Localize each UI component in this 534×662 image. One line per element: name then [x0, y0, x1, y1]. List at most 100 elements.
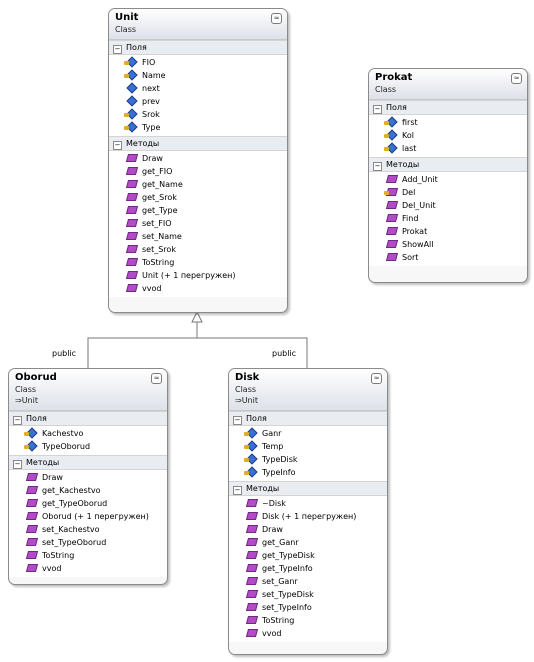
method-name: Unit (+ 1 перегружен)	[142, 271, 236, 280]
method-icon	[387, 252, 396, 261]
collapse-icon[interactable]: ≈	[271, 13, 282, 24]
parent-class-name: Unit	[21, 396, 38, 405]
fields-label: Поля	[246, 414, 267, 423]
method-item[interactable]: set_Srok	[109, 243, 287, 256]
inheritance-line-disk	[197, 337, 308, 368]
method-item[interactable]: ~Disk	[229, 497, 387, 510]
method-name: get_Kachestvo	[42, 486, 101, 495]
method-item[interactable]: ToString	[109, 256, 287, 269]
method-item[interactable]: set_Kachestvo	[9, 523, 167, 536]
field-item[interactable]: FIO	[109, 56, 287, 69]
field-item[interactable]: Ganr	[229, 427, 387, 440]
method-item[interactable]: get_Type	[109, 204, 287, 217]
minus-icon[interactable]: −	[13, 416, 22, 425]
field-item[interactable]: first	[369, 116, 527, 129]
method-name: get_FIO	[142, 167, 173, 176]
method-name: get_Type	[142, 206, 178, 215]
method-item[interactable]: get_TypeInfo	[229, 562, 387, 575]
method-item[interactable]: get_Kachestvo	[9, 484, 167, 497]
fields-header[interactable]: −Поля	[369, 100, 527, 115]
field-item[interactable]: Srok	[109, 108, 287, 121]
method-name: vvod	[42, 564, 62, 573]
method-item[interactable]: Find	[369, 212, 527, 225]
methods-label: Методы	[26, 458, 60, 467]
method-item[interactable]: Unit (+ 1 перегружен)	[109, 269, 287, 282]
method-item[interactable]: set_TypeOborud	[9, 536, 167, 549]
method-item[interactable]: ToString	[229, 614, 387, 627]
fields-header[interactable]: −Поля	[229, 411, 387, 426]
method-item[interactable]: get_TypeDisk	[229, 549, 387, 562]
field-item[interactable]: Temp	[229, 440, 387, 453]
method-item[interactable]: vvod	[109, 282, 287, 295]
field-item[interactable]: prev	[109, 95, 287, 108]
field-item[interactable]: Type	[109, 121, 287, 134]
method-item[interactable]: Oborud (+ 1 перегружен)	[9, 510, 167, 523]
method-icon	[387, 226, 396, 235]
minus-icon[interactable]: −	[373, 105, 382, 114]
method-item[interactable]: ShowAll	[369, 238, 527, 251]
method-item[interactable]: Disk (+ 1 перегружен)	[229, 510, 387, 523]
method-icon	[387, 239, 396, 248]
method-item[interactable]: Del_Unit	[369, 199, 527, 212]
methods-header[interactable]: −Методы	[9, 455, 167, 470]
method-name: Disk (+ 1 перегружен)	[262, 512, 357, 521]
collapse-icon[interactable]: ≈	[371, 373, 382, 384]
method-item[interactable]: set_TypeInfo	[229, 601, 387, 614]
collapse-icon[interactable]: ≈	[511, 73, 522, 84]
fields-header[interactable]: −Поля	[109, 40, 287, 55]
field-item[interactable]: Name	[109, 69, 287, 82]
method-item[interactable]: vvod	[229, 627, 387, 640]
field-item[interactable]: Kachestvo	[9, 427, 167, 440]
field-item[interactable]: TypeDisk	[229, 453, 387, 466]
method-item[interactable]: Add_Unit	[369, 173, 527, 186]
minus-icon[interactable]: −	[113, 141, 122, 150]
method-item[interactable]: Draw	[109, 152, 287, 165]
fields-label: Поля	[386, 103, 407, 112]
method-item[interactable]: vvod	[9, 562, 167, 575]
method-item[interactable]: Prokat	[369, 225, 527, 238]
method-icon	[127, 166, 136, 175]
method-name: ShowAll	[402, 240, 434, 249]
minus-icon[interactable]: −	[113, 45, 122, 54]
method-item[interactable]: Draw	[229, 523, 387, 536]
fields-header[interactable]: −Поля	[9, 411, 167, 426]
field-item[interactable]: Kol	[369, 129, 527, 142]
method-item[interactable]: get_Srok	[109, 191, 287, 204]
method-item[interactable]: set_FIO	[109, 217, 287, 230]
field-item[interactable]: TypeInfo	[229, 466, 387, 479]
method-item[interactable]: set_Name	[109, 230, 287, 243]
minus-icon[interactable]: −	[13, 460, 22, 469]
method-item[interactable]: set_Ganr	[229, 575, 387, 588]
method-icon	[247, 615, 256, 624]
method-icon	[27, 550, 36, 559]
method-item[interactable]: get_Name	[109, 178, 287, 191]
inherit-arrow-icon: ⇒	[15, 396, 22, 405]
method-name: Draw	[142, 154, 163, 163]
minus-icon[interactable]: −	[233, 416, 242, 425]
method-item[interactable]: set_TypeDisk	[229, 588, 387, 601]
method-icon	[127, 257, 136, 266]
method-item[interactable]: Del	[369, 186, 527, 199]
method-item[interactable]: get_FIO	[109, 165, 287, 178]
field-item[interactable]: last	[369, 142, 527, 155]
methods-header[interactable]: −Методы	[109, 136, 287, 151]
methods-header[interactable]: −Методы	[369, 157, 527, 172]
minus-icon[interactable]: −	[233, 486, 242, 495]
method-item[interactable]: Draw	[9, 471, 167, 484]
field-item[interactable]: TypeOborud	[9, 440, 167, 453]
field-name: Ganr	[262, 429, 282, 438]
method-name: set_TypeInfo	[262, 603, 312, 612]
method-item[interactable]: ToString	[9, 549, 167, 562]
minus-icon[interactable]: −	[373, 162, 382, 171]
methods-header[interactable]: −Методы	[229, 481, 387, 496]
field-item[interactable]: next	[109, 82, 287, 95]
method-item[interactable]: Sort	[369, 251, 527, 264]
collapse-icon[interactable]: ≈	[151, 373, 162, 384]
method-item[interactable]: get_TypeOborud	[9, 497, 167, 510]
method-item[interactable]: get_Ganr	[229, 536, 387, 549]
